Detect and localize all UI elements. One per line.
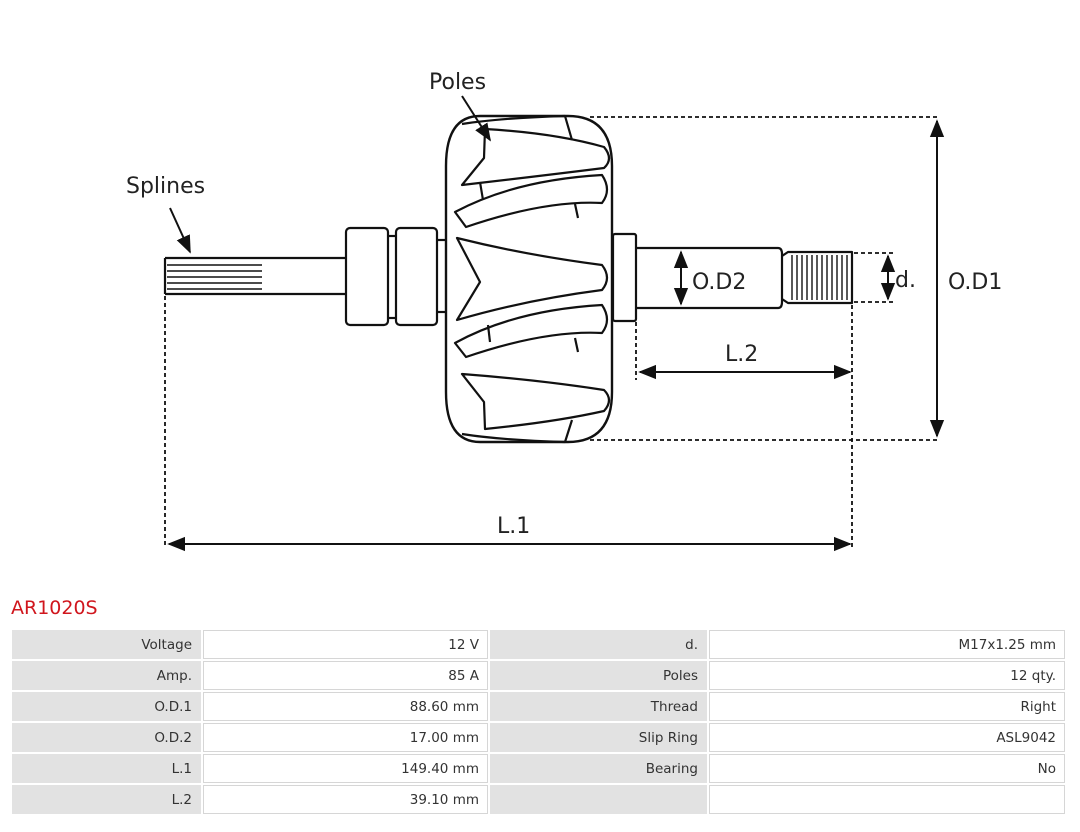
spec-key: O.D.2 bbox=[12, 723, 201, 752]
spec-key: Voltage bbox=[12, 630, 201, 659]
spec-value: 39.10 mm bbox=[203, 785, 488, 814]
spec-value: M17x1.25 mm bbox=[709, 630, 1065, 659]
splines bbox=[167, 264, 262, 290]
spec-value: 88.60 mm bbox=[203, 692, 488, 721]
spec-key: d. bbox=[490, 630, 707, 659]
spec-key: O.D.1 bbox=[12, 692, 201, 721]
spec-value: 12 qty. bbox=[709, 661, 1065, 690]
right-collar bbox=[611, 232, 638, 323]
spec-key: Slip Ring bbox=[490, 723, 707, 752]
spec-value bbox=[709, 785, 1065, 814]
label-od1: O.D1 bbox=[948, 270, 1002, 295]
spec-value: 17.00 mm bbox=[203, 723, 488, 752]
splines-leader bbox=[169, 207, 191, 254]
thread-end bbox=[781, 250, 854, 305]
poles-leader bbox=[461, 95, 491, 142]
spec-value: 149.40 mm bbox=[203, 754, 488, 783]
label-l2: L.2 bbox=[725, 342, 758, 367]
spec-key: Thread bbox=[490, 692, 707, 721]
hub-collar-2 bbox=[394, 226, 439, 327]
spec-key: Poles bbox=[490, 661, 707, 690]
spec-value: Right bbox=[709, 692, 1065, 721]
label-od2: O.D2 bbox=[692, 270, 746, 295]
shaft-right bbox=[636, 246, 784, 310]
label-splines: Splines bbox=[126, 174, 205, 199]
rotor-poles bbox=[444, 114, 614, 444]
spec-key: L.2 bbox=[12, 785, 201, 814]
extension-lines bbox=[164, 116, 940, 548]
spec-value: No bbox=[709, 754, 1065, 783]
spec-key: Bearing bbox=[490, 754, 707, 783]
label-l1: L.1 bbox=[497, 514, 530, 539]
spec-value: 85 A bbox=[203, 661, 488, 690]
spec-key: Amp. bbox=[12, 661, 201, 690]
rotor-diagram: Poles Splines O.D2 d. O.D1 L.2 L.1 bbox=[126, 70, 1002, 552]
part-code: AR1020S bbox=[11, 597, 98, 619]
spec-value: 12 V bbox=[203, 630, 488, 659]
shaft-left bbox=[163, 256, 347, 296]
label-poles: Poles bbox=[429, 70, 486, 95]
spec-key: L.1 bbox=[12, 754, 201, 783]
spec-value: ASL9042 bbox=[709, 723, 1065, 752]
label-d: d. bbox=[895, 268, 916, 293]
hub-collar-1 bbox=[344, 226, 390, 327]
spec-key bbox=[490, 785, 707, 814]
